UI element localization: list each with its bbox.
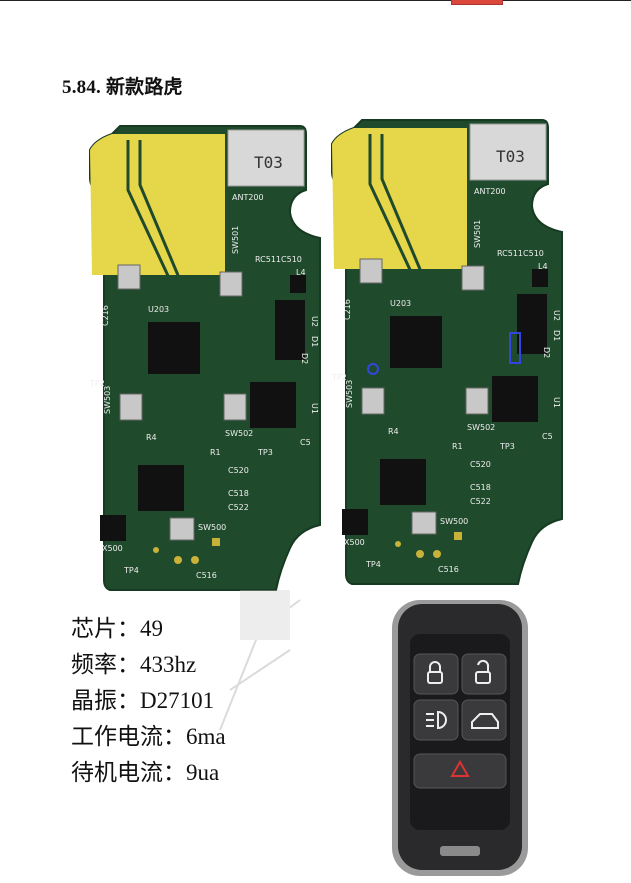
pcb-label-c520: C520 [228,466,249,475]
pcb-label-c216: C216 [343,299,352,320]
pcb-label-sw500: SW500 [198,523,226,532]
unlock-icon [475,671,491,684]
marker-blue [367,363,379,375]
pcb-label-shield: T03 [254,153,283,172]
pcb-label-sw501: SW501 [231,226,240,254]
pcb-label-x500: X500 [102,544,123,553]
spec-list: 芯片：49 频率：433hz 晶振：D27101 工作电流：6ma 待机电流：9… [71,611,226,791]
pcb-label-d2: D2 [542,347,551,358]
lock-icon [427,671,443,684]
spec-standby-current: 待机电流：9ua [71,760,220,785]
pcb-label-c516: C516 [196,571,217,580]
pcb-label-c520: C520 [470,460,491,469]
pcb-right [330,118,564,586]
pcb-label-sw501: SW501 [473,220,482,248]
pcb-label-c5: C5 [300,438,311,447]
pcb-label-tp2: TP2 [331,373,347,382]
pcb-label-u2: U2 [310,316,319,327]
spec-frequency: 频率：433hz [71,652,197,677]
pcb-label-r4: R4 [388,427,399,436]
pcb-label-rc: RC511C510 [255,255,302,264]
pcb-label-d1: D1 [310,336,319,347]
pcb-label-c5: C5 [542,432,553,441]
pcb-label-d1: D1 [552,330,561,341]
lights-button [413,699,459,741]
pcb-labels-right: T03 ANT200 SW501 RC511C510 L4 U2 D1 D2 U… [331,147,561,574]
page-top-rule [0,0,631,1]
pcb-label-l4: L4 [296,268,306,277]
pcb-label-c518: C518 [228,489,249,498]
pcb-labels: T03 ANT200 SW501 RC511C510 L4 U2 D1 D2 U… [89,153,319,580]
key-fob-photo [392,600,528,876]
pcb-label-tp4: TP4 [365,560,381,569]
pcb-label-shield: T03 [496,147,525,166]
lock-button [413,653,459,695]
unlock-button [461,653,507,695]
pcb-label-u203: U203 [148,305,169,314]
pcb-label-u2: U2 [552,310,561,321]
pcb-label-l4: L4 [538,262,548,271]
pcb-label-u203: U203 [390,299,411,308]
car-trunk-icon [471,713,499,729]
pcb-label-sw502: SW502 [225,429,253,438]
pcb-label-r4: R4 [146,433,157,442]
pcb-label-sw503: SW503 [345,380,354,408]
section-title: 5.84. 新款路虎 [62,77,183,98]
spec-working-current: 工作电流：6ma [71,724,226,749]
pcb-label-sw503: SW503 [103,386,112,414]
pcb-label-u1: U1 [310,403,319,414]
pcb-label-tp2: TP2 [89,379,105,388]
pcb-label-c518: C518 [470,483,491,492]
spec-chip: 芯片：49 [71,616,163,641]
pcb-label-tp3: TP3 [499,442,515,451]
pcb-label-c522: C522 [470,497,491,506]
spec-crystal: 晶振：D27101 [71,688,215,713]
hazard-icon [450,759,470,777]
pcb-photos: T03 ANT200 SW501 RC511C510 L4 U2 D1 D2 U… [88,118,564,592]
panic-button [413,753,507,789]
watermark [219,590,301,731]
page-top-tab [451,0,503,5]
pcb-label-c522: C522 [228,503,249,512]
pcb-label-antenna: ANT200 [474,187,506,196]
pcb-label-r1: R1 [452,442,463,451]
pcb-label-rc: RC511C510 [497,249,544,258]
headlight-icon [426,710,447,730]
trunk-button [461,699,507,741]
pcb-label-r1: R1 [210,448,221,457]
pcb-label-antenna: ANT200 [232,193,264,202]
pcb-label-tp4: TP4 [123,566,139,575]
pcb-label-sw500: SW500 [440,517,468,526]
pcb-left [88,124,322,592]
pcb-label-x500: X500 [344,538,365,547]
marker-blue-2 [509,332,521,364]
pcb-label-c516: C516 [438,565,459,574]
pcb-label-tp3: TP3 [257,448,273,457]
pcb-label-u1: U1 [552,397,561,408]
pcb-label-d2: D2 [300,353,309,364]
pcb-label-sw502: SW502 [467,423,495,432]
pcb-label-c216: C216 [101,305,110,326]
